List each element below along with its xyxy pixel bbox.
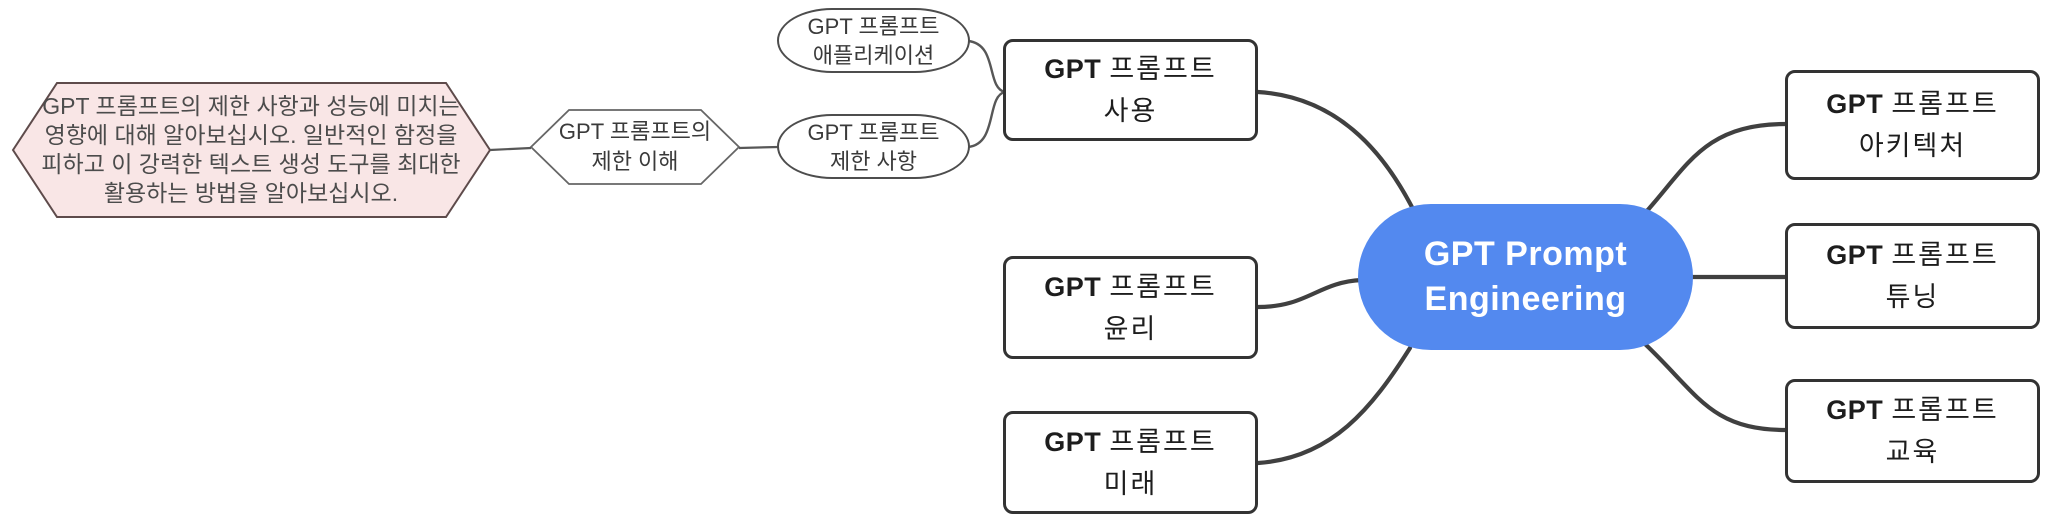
root-label-line: Engineering [1424, 280, 1627, 318]
edge-usage-to-root [1255, 89, 1417, 214]
note-text-line: GPT 프롬프트의 제한 사항과 성능에 미치는 [42, 93, 460, 119]
node-label-line: 아키텍처 [1858, 131, 1967, 161]
note-text-line: 영향에 대해 알아보십시오. 일반적인 함정을 [44, 122, 458, 148]
topic-prefix: GPT [1044, 54, 1102, 84]
edge-root-to-architecture [1643, 121, 1789, 215]
edge-limitations-to-usage [967, 90, 1006, 149]
note-text-line: 피하고 이 강력한 텍스트 생성 도구를 최대한 [41, 151, 461, 177]
node-label-line: 애플리케이션 [812, 42, 935, 68]
topic-prefix: GPT [1044, 426, 1102, 457]
node-label-line: 제한 이해 [591, 149, 679, 174]
topic-prefix: GPT [1826, 89, 1884, 119]
node-label-line: 사용 [1103, 96, 1158, 126]
node-label-line: 미래 [1103, 468, 1158, 499]
node-label-line: 제한 사항 [829, 148, 918, 174]
applications-node[interactable]: GPT 프롬프트 애플리케이션 [777, 8, 970, 73]
limit-understanding-node[interactable]: GPT 프롬프트의 제한 이해 [531, 110, 739, 184]
node-label-line: GPT 프롬프트 [807, 13, 940, 39]
node-label-line: 윤리 [1103, 313, 1158, 344]
note-text-line: 활용하는 방법을 알아보십시오. [103, 180, 399, 206]
limitations-node[interactable]: GPT 프롬프트 제한 사항 [777, 114, 970, 179]
edge-root-to-education [1642, 341, 1789, 433]
topic-prefix: GPT [1044, 271, 1102, 302]
topic-prefix: GPT [1826, 395, 1884, 425]
root-node[interactable]: GPT Prompt Engineering [1358, 204, 1693, 350]
topic-text: 프롬프트 [1891, 395, 1999, 425]
edge-ethics-to-root [1255, 277, 1365, 310]
node-label-line: 교육 [1885, 437, 1940, 467]
topic-text: 프롬프트 [1891, 240, 1999, 270]
edge-future-to-root [1255, 345, 1413, 466]
topic-prefix: GPT [1826, 240, 1884, 270]
topic-text: 프롬프트 [1109, 54, 1217, 84]
edge-note-to-understanding [489, 146, 532, 152]
node-label-line: 튜닝 [1885, 282, 1940, 312]
note-node[interactable]: GPT 프롬프트의 제한 사항과 성능에 미치는 영향에 대해 알아보십시오. … [35, 85, 467, 215]
topic-text: 프롬프트 [1109, 271, 1217, 302]
topic-text: 프롬프트 [1891, 89, 1999, 119]
node-label-line: GPT 프롬프트의 [558, 119, 712, 144]
edge-applications-to-usage [967, 39, 1006, 94]
edge-understanding-to-limitations [738, 145, 779, 150]
node-label-line: GPT 프롬프트 [807, 119, 940, 145]
root-label-line: GPT Prompt [1423, 235, 1628, 273]
topic-text: 프롬프트 [1109, 426, 1217, 457]
